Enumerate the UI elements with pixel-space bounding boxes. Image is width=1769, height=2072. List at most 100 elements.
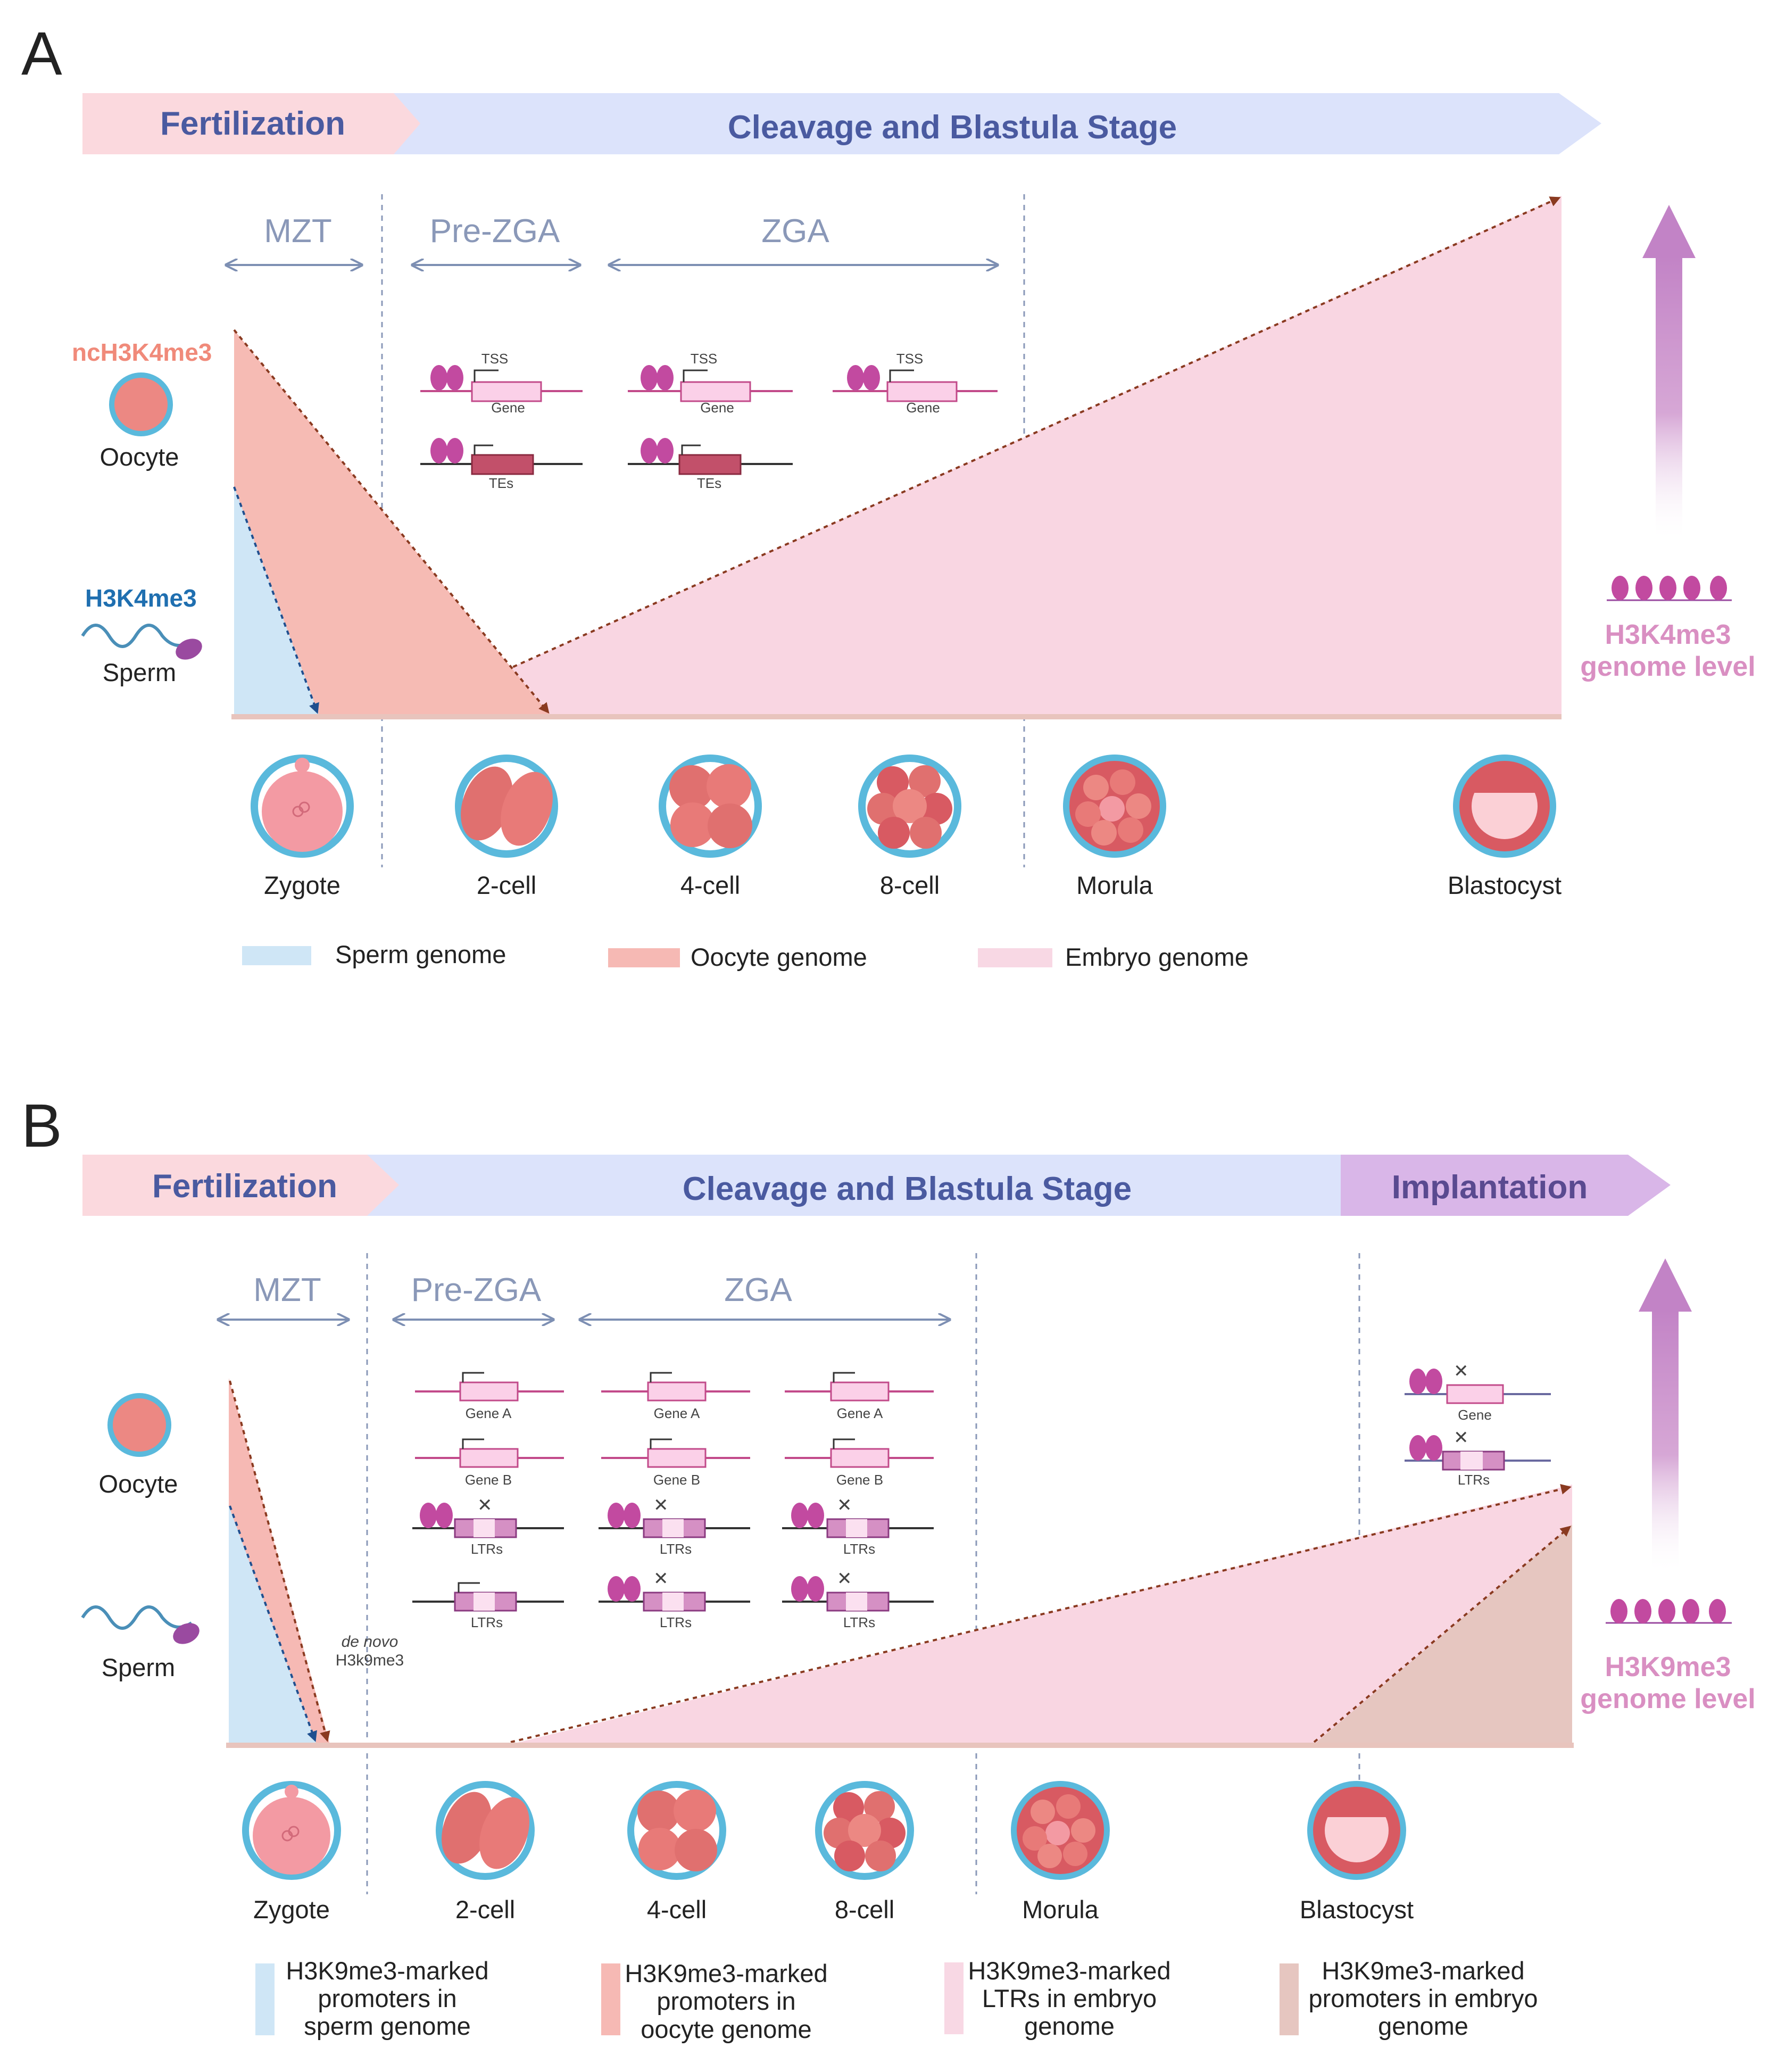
- four-cell-icon: [627, 1781, 726, 1880]
- nucleosome-icon: [430, 365, 463, 391]
- phase-prezga: Pre-ZGA: [430, 213, 560, 250]
- stage-blastocyst: Blastocyst: [1448, 871, 1562, 899]
- panel-a-letter: A: [21, 20, 62, 88]
- panel-b-levels: [226, 1378, 1574, 1748]
- prezga-gene-diagram: TSS Gene: [420, 351, 583, 416]
- stage-morula: Morula: [1022, 1895, 1099, 1924]
- cleavage-label: Cleavage and Blastula Stage: [683, 1171, 1132, 1207]
- legend-swatch-sperm: [255, 1963, 275, 2035]
- embryo-promoter-area: [1314, 1524, 1572, 1744]
- panel-a-genome-level: H3K4me3 genome level: [1580, 205, 1756, 682]
- oocyte-icon-core: [113, 1398, 166, 1452]
- panel-a-sources: ncH3K4me3 Oocyte H3K4me3 Sperm: [72, 338, 212, 686]
- sperm-trend-arrow: [229, 1505, 317, 1742]
- prezga-ltr-repressed: ✕ LTRs: [412, 1495, 564, 1557]
- legend-swatch-embryo-ltr: [944, 1962, 964, 2034]
- zga-ltr-repressed-1b: ✕ LTRs: [599, 1569, 750, 1630]
- tss-arrow-icon: [474, 369, 499, 382]
- panel-a-levels: [231, 196, 1562, 719]
- phase-zga: ZGA: [724, 1272, 792, 1308]
- zga-te-diagram: TEs: [628, 438, 793, 491]
- nucleosome-icon: [1409, 1435, 1442, 1461]
- panel-b-sources: Oocyte Sperm de novo H3k9me3: [81, 1393, 404, 1681]
- denovo-mark-label: H3k9me3: [336, 1652, 404, 1669]
- oocyte-icon-core: [114, 378, 168, 431]
- stage-morula: Morula: [1076, 871, 1153, 899]
- ltrs-label: LTRs: [660, 1541, 692, 1557]
- gene-box: [886, 381, 958, 402]
- gene-label: Gene: [700, 400, 734, 416]
- nucleosome-icon: [847, 365, 880, 391]
- legend-embryo-ltr-line1: H3K9me3-marked: [968, 1957, 1170, 1985]
- gene-box: [471, 381, 542, 402]
- ltrs-label: LTRs: [843, 1614, 875, 1630]
- panel-b-stages: Zygote 2-cell 4-cell 8-cell Morula Blast…: [242, 1781, 1414, 1924]
- panel-a-banner: Fertilization Cleavage and Blastula Stag…: [82, 93, 1601, 154]
- two-cell-icon: [436, 1781, 535, 1880]
- stage-4-cell: 4-cell: [680, 871, 740, 899]
- legend-swatch-oocyte: [608, 948, 680, 967]
- legend-swatch-oocyte: [601, 1963, 620, 2035]
- prezga-gene-b: Gene B: [415, 1438, 564, 1488]
- phase-prezga: Pre-ZGA: [411, 1272, 542, 1308]
- legend-embryo-promoter-line2: promoters in embryo: [1309, 1984, 1538, 2012]
- nucleosome-row-icon: [1607, 576, 1732, 601]
- stage-4-cell: 4-cell: [647, 1895, 707, 1924]
- embryo-ltr-trend-arrow: [510, 1484, 1572, 1743]
- sperm-head-icon: [173, 1623, 200, 1644]
- genome-level-text: genome level: [1580, 1684, 1755, 1714]
- tss-label: TSS: [896, 351, 924, 367]
- stage-2-cell: 2-cell: [477, 871, 536, 899]
- legend-oocyte-genome: Oocyte genome: [691, 943, 867, 971]
- tss-label: TSS: [691, 351, 718, 367]
- legend-embryo-genome: Embryo genome: [1065, 943, 1249, 971]
- ltrs-label: LTRs: [471, 1541, 503, 1557]
- tss-arrow-icon: [889, 369, 914, 382]
- stage-2-cell: 2-cell: [455, 1895, 515, 1924]
- legend-embryo-promoter-line1: H3K9me3-marked: [1322, 1957, 1524, 1985]
- blastocyst-icon: [1453, 755, 1556, 858]
- gene-label: Gene: [491, 400, 525, 416]
- cleavage-banner: [394, 93, 1601, 154]
- gene-box: [680, 381, 751, 402]
- phase-mzt: MZT: [253, 1272, 321, 1308]
- stage-8-cell: 8-cell: [835, 1895, 894, 1924]
- eight-cell-icon: [815, 1781, 914, 1880]
- zga-ltr-repressed-2a: ✕ LTRs: [782, 1495, 934, 1557]
- tes-label: TEs: [489, 475, 513, 491]
- nucleosome-row-icon: [1606, 1599, 1732, 1624]
- gene-b-label: Gene B: [465, 1472, 512, 1488]
- fertilization-label: Fertilization: [152, 1168, 337, 1205]
- repression-x-icon: ✕: [477, 1495, 493, 1515]
- nucleosome-icon: [791, 1503, 824, 1528]
- gene-b-label: Gene B: [653, 1472, 700, 1488]
- prezga-gene-a: Gene A: [415, 1372, 564, 1421]
- fertilization-banner: [82, 1155, 415, 1216]
- morula-icon: [1063, 755, 1166, 858]
- sperm-trend-arrow: [233, 486, 319, 714]
- oocyte-trend-arrow: [229, 1380, 330, 1742]
- sperm-tail-icon: [81, 1605, 193, 1630]
- nucleosome-icon: [641, 438, 674, 463]
- phase-mzt: MZT: [264, 213, 331, 250]
- gene-b-label: Gene B: [836, 1472, 883, 1488]
- tes-label: TEs: [697, 475, 721, 491]
- zygote-icon: [242, 1781, 341, 1880]
- morula-icon: [1011, 1781, 1110, 1880]
- panel-b-phases: MZT Pre-ZGA ZGA: [218, 1272, 950, 1320]
- embryo-trend-arrow: [404, 196, 1561, 717]
- level-up-arrow-shaft: [1652, 1309, 1679, 1575]
- repression-x-icon: ✕: [1454, 1361, 1469, 1381]
- ltrs-label: LTRs: [1458, 1472, 1490, 1488]
- repression-x-icon: ✕: [837, 1495, 852, 1515]
- genome-level-mark: H3K9me3: [1605, 1652, 1731, 1683]
- te-box: [471, 454, 534, 475]
- fertilization-label: Fertilization: [160, 105, 345, 142]
- cleavage-label: Cleavage and Blastula Stage: [728, 109, 1177, 146]
- oocyte-trend-arrow: [233, 329, 550, 714]
- legend-sperm-line1: H3K9me3-marked: [286, 1957, 488, 1985]
- implantation-ltr: ✕ LTRs: [1405, 1428, 1551, 1488]
- fertilization-banner: [82, 93, 436, 154]
- legend-embryo-ltr-line2: LTRs in embryo: [982, 1984, 1157, 2012]
